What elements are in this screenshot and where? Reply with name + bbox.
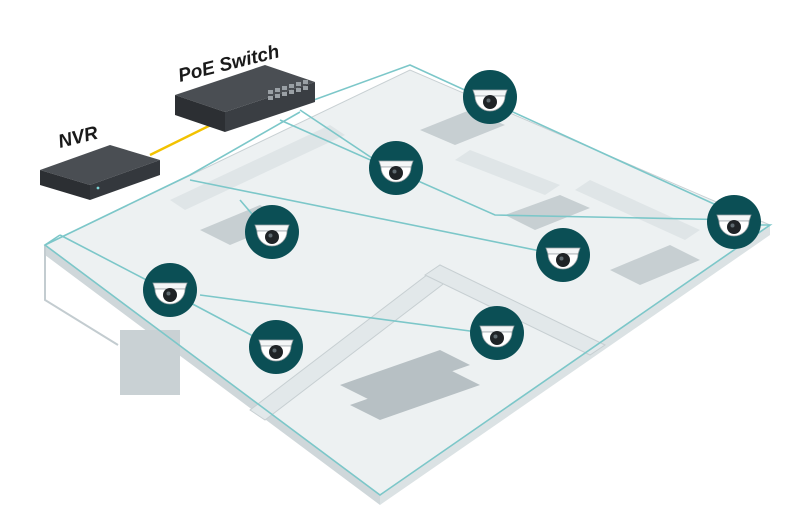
- dome-camera-icon: [469, 305, 525, 361]
- nvr-label: NVR: [56, 123, 100, 153]
- dome-camera-icon: [368, 140, 424, 196]
- dome-camera-icon: [142, 262, 198, 318]
- poe-switch-device: [175, 65, 315, 132]
- network-cabling: [43, 64, 773, 496]
- nvr-device: [40, 145, 160, 200]
- dome-camera-icon: [248, 319, 304, 375]
- dome-camera-icon: [535, 227, 591, 283]
- dome-camera-icon: [462, 69, 518, 125]
- office-floor: [44, 69, 772, 505]
- dome-camera-icon: [244, 204, 300, 260]
- dome-camera-icon: [706, 194, 762, 250]
